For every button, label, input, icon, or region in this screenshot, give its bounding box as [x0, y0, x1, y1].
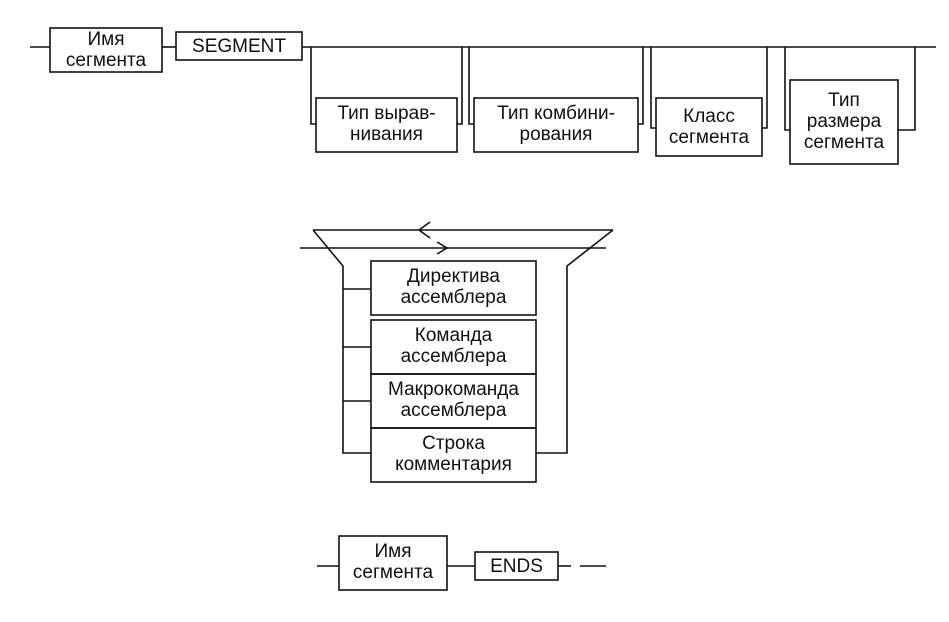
combine-type-option [468, 47, 644, 153]
end-name-label: Имя сегмента [352, 541, 434, 583]
body-item-label: Директива ассемблера [400, 266, 507, 308]
segment-class-option [650, 47, 768, 157]
end-name-box [338, 535, 448, 591]
segment-end-diagram [317, 535, 606, 591]
forward-arrow [436, 241, 449, 255]
body-item-label: Команда ассемблера [400, 325, 507, 367]
body-item-label: Макрокоманда ассемблера [388, 379, 519, 421]
body-item-box [370, 260, 537, 316]
segment-size-label: Тип размера сегмента [803, 90, 885, 153]
segment-class-label: Класс сегмента [668, 106, 750, 148]
segment-name-label: Имя сегмента [65, 29, 147, 71]
combine-type-label: Тип комбини- рования [497, 103, 615, 145]
body-item-box [370, 427, 537, 483]
segment-body-diagram [300, 221, 614, 483]
align-type-label: Тип вырав- нивания [337, 103, 436, 145]
ends-keyword-label: ENDS [490, 556, 543, 577]
segment-header-diagram [30, 27, 936, 165]
align-type-option [310, 47, 463, 153]
loop-back-arrow [417, 221, 431, 239]
body-item-label: Строка комментария [395, 433, 512, 475]
segment-name-box [49, 27, 163, 73]
segment-size-option [784, 47, 916, 165]
segment-keyword-box [175, 31, 303, 61]
segment-keyword-label: SEGMENT [192, 36, 286, 57]
